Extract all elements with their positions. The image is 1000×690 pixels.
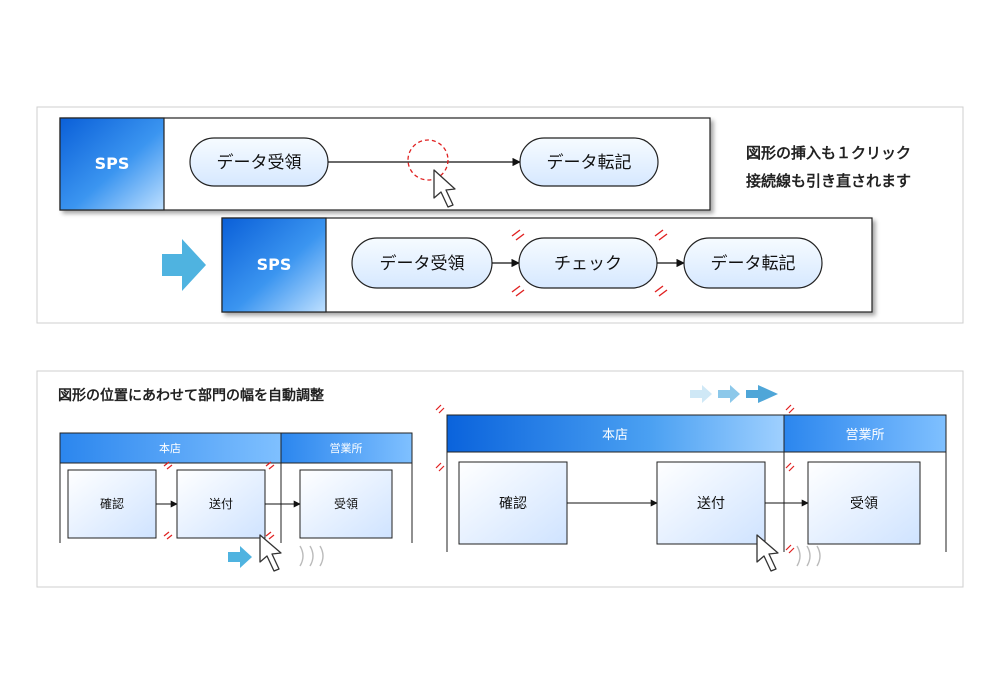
mouse-cursor-icon <box>259 534 282 572</box>
process-box-label: 受領 <box>334 496 358 511</box>
process-box[interactable] <box>176 469 266 539</box>
process-box[interactable] <box>299 469 393 539</box>
process-box-label: 送付 <box>697 496 725 512</box>
highlight-marks <box>435 404 795 554</box>
insert-target-circle[interactable] <box>407 139 449 181</box>
lane-label-after: SPS <box>257 255 292 274</box>
dept-label: 営業所 <box>330 441 363 455</box>
process-box[interactable] <box>807 461 921 545</box>
process-node[interactable] <box>683 237 823 289</box>
transition-arrow-icon <box>162 239 206 291</box>
motion-lines-icon <box>796 545 821 567</box>
bottom-panel-title: 図形の位置にあわせて部門の幅を自動調整 <box>58 387 325 404</box>
dept-label: 本店 <box>159 441 181 455</box>
motion-arrows-icon <box>690 385 778 403</box>
process-node-label: データ転記 <box>711 253 796 274</box>
mouse-cursor-icon <box>756 534 779 572</box>
mouse-cursor-icon <box>433 169 456 208</box>
process-box-label: 受領 <box>850 495 878 512</box>
dept-header <box>783 414 947 453</box>
process-node-label: データ転記 <box>547 152 632 173</box>
dept-label: 営業所 <box>845 427 884 443</box>
lane-header-after <box>221 217 327 313</box>
process-box-label: 確認 <box>100 496 124 511</box>
process-node-label: データ受領 <box>217 152 302 173</box>
dept-label: 本店 <box>602 428 628 443</box>
process-box-label: 送付 <box>209 496 233 511</box>
caption-line-2: 接続線も引き直されます <box>746 172 911 190</box>
process-box-label: 確認 <box>499 496 527 512</box>
dept-header <box>280 432 413 464</box>
lane-header-before <box>59 117 165 211</box>
process-node-label: チェック <box>554 254 622 274</box>
highlight-marks <box>163 461 275 540</box>
dept-header <box>59 432 282 464</box>
process-box[interactable] <box>458 461 568 545</box>
dept-header <box>446 414 785 453</box>
highlight-marks <box>511 229 668 297</box>
drag-arrow-icon <box>228 546 252 568</box>
caption-line-1: 図形の挿入も１クリック <box>746 144 911 162</box>
process-node-label: データ受領 <box>380 253 465 274</box>
lane-label-before: SPS <box>95 154 130 173</box>
process-box[interactable] <box>656 461 766 545</box>
motion-lines-icon <box>299 545 324 567</box>
process-node[interactable] <box>519 137 659 187</box>
